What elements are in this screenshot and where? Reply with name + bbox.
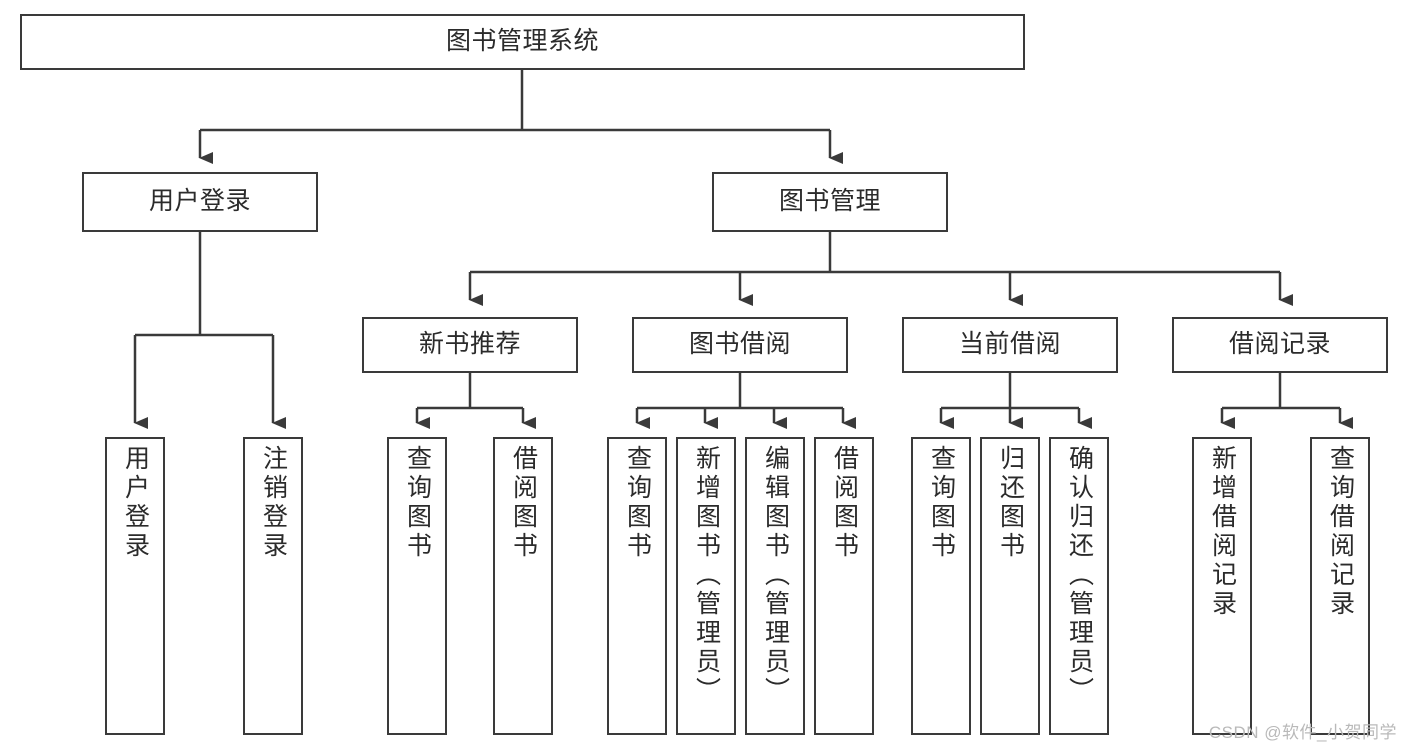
node-leaf-add-borrow-record[interactable]: 新增借阅记录	[1192, 437, 1252, 735]
node-label: 归还图书	[996, 445, 1025, 561]
node-leaf-query-book-current[interactable]: 查询图书	[911, 437, 971, 735]
node-leaf-borrow-book-recommend[interactable]: 借阅图书	[493, 437, 553, 735]
node-label: 新增借阅记录	[1208, 445, 1237, 619]
node-leaf-edit-book-admin[interactable]: 编辑图书（管理员）	[745, 437, 805, 735]
node-borrow-record[interactable]: 借阅记录	[1172, 317, 1388, 373]
node-label: 图书管理系统	[445, 27, 599, 56]
node-leaf-borrow-book[interactable]: 借阅图书	[814, 437, 874, 735]
node-label: 当前借阅	[958, 330, 1061, 359]
node-root-book-management-system[interactable]: 图书管理系统	[20, 14, 1025, 70]
node-label: 查询图书	[623, 445, 652, 561]
node-label: 查询图书	[927, 445, 956, 561]
node-new-book-recommend[interactable]: 新书推荐	[362, 317, 578, 373]
node-label: 编辑图书（管理员）	[761, 445, 790, 706]
node-current-borrow[interactable]: 当前借阅	[902, 317, 1118, 373]
node-leaf-query-book-recommend[interactable]: 查询图书	[387, 437, 447, 735]
node-label: 用户登录	[148, 187, 251, 216]
node-label: 查询借阅记录	[1326, 445, 1355, 619]
node-label: 借阅图书	[830, 445, 859, 561]
node-label: 借阅记录	[1228, 330, 1331, 359]
node-leaf-logout[interactable]: 注销登录	[243, 437, 303, 735]
node-user-login[interactable]: 用户登录	[82, 172, 318, 232]
node-label: 借阅图书	[509, 445, 538, 561]
node-label: 注销登录	[259, 445, 288, 561]
node-label: 新增图书（管理员）	[692, 445, 721, 706]
node-leaf-confirm-return-admin[interactable]: 确认归还（管理员）	[1049, 437, 1109, 735]
node-label: 查询图书	[403, 445, 432, 561]
node-label: 新书推荐	[418, 330, 521, 359]
node-label: 图书管理	[778, 187, 881, 216]
node-leaf-add-book-admin[interactable]: 新增图书（管理员）	[676, 437, 736, 735]
node-leaf-return-book[interactable]: 归还图书	[980, 437, 1040, 735]
node-label: 用户登录	[121, 445, 150, 561]
node-book-borrow[interactable]: 图书借阅	[632, 317, 848, 373]
node-label: 图书借阅	[688, 330, 791, 359]
node-label: 确认归还（管理员）	[1065, 445, 1094, 706]
node-book-management[interactable]: 图书管理	[712, 172, 948, 232]
csdn-watermark: CSDN @软件_小贺同学	[1208, 723, 1397, 742]
node-leaf-query-borrow-record[interactable]: 查询借阅记录	[1310, 437, 1370, 735]
node-leaf-query-book-borrow[interactable]: 查询图书	[607, 437, 667, 735]
node-leaf-user-login[interactable]: 用户登录	[105, 437, 165, 735]
